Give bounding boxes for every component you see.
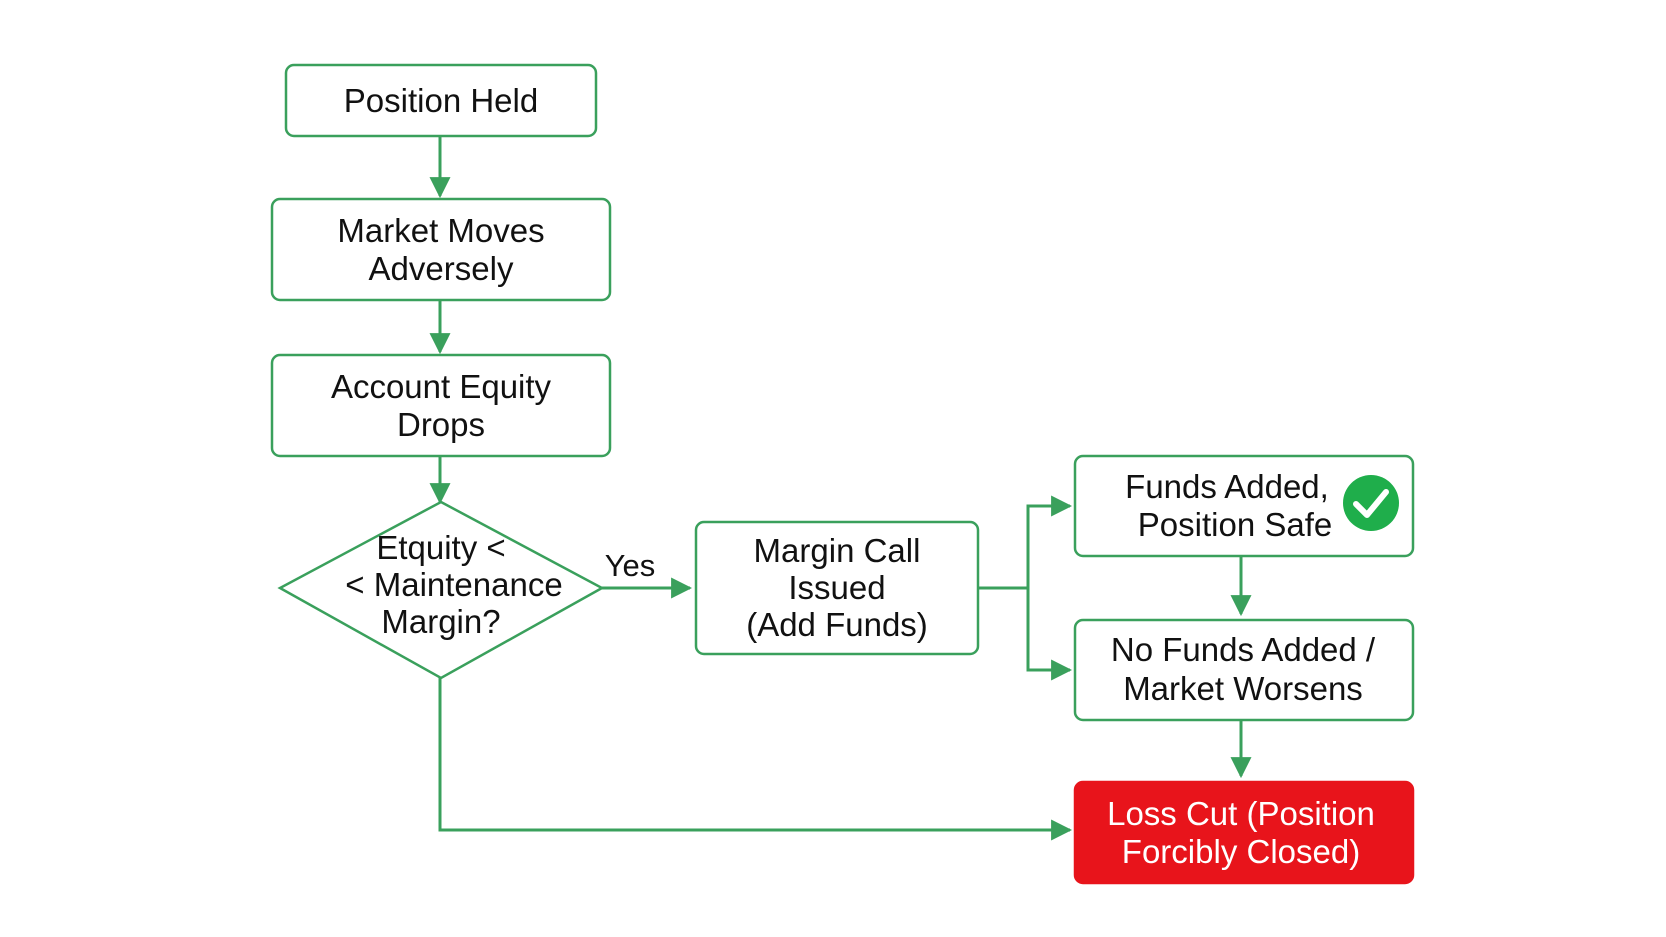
node-funds-added: Funds Added, Position Safe: [1073, 454, 1415, 558]
node-funds-added-line2: Position Safe: [1138, 506, 1332, 543]
node-loss-cut-line2: Forcibly Closed): [1122, 833, 1360, 870]
node-decision: Etquity < < Maintenance Margin?: [277, 500, 605, 680]
node-equity-drops: Account Equity Drops: [270, 353, 612, 458]
edge-to-funds-added: [1026, 495, 1073, 588]
node-funds-added-line1: Funds Added,: [1125, 468, 1329, 505]
node-margin-call-line2: Issued: [788, 569, 885, 606]
node-margin-call-line1: Margin Call: [754, 532, 921, 569]
node-no-funds-line2: Market Worsens: [1123, 670, 1363, 707]
edge-to-no-funds: [1026, 588, 1073, 681]
node-loss-cut: Loss Cut (Position Forcibly Closed): [1073, 780, 1415, 885]
node-market-moves-line2: Adversely: [369, 250, 514, 287]
node-position-held-label: Position Held: [344, 82, 538, 119]
node-no-funds-line1: No Funds Added /: [1111, 631, 1376, 668]
node-decision-line2: < Maintenance: [345, 566, 562, 603]
connectors: [429, 136, 1252, 841]
node-no-funds: No Funds Added / Market Worsens: [1073, 618, 1415, 722]
edge-decision-to-loss-cut: [438, 678, 1073, 841]
node-position-held: Position Held: [284, 63, 598, 138]
node-decision-line3: Margin?: [381, 603, 500, 640]
node-market-moves-line1: Market Moves: [337, 212, 544, 249]
node-margin-call-line3: (Add Funds): [746, 606, 928, 643]
node-margin-call: Margin Call Issued (Add Funds): [694, 520, 980, 656]
node-loss-cut-line1: Loss Cut (Position: [1107, 795, 1375, 832]
node-decision-line1: Etquity <: [376, 529, 505, 566]
node-equity-drops-line1: Account Equity: [331, 368, 552, 405]
node-market-moves: Market Moves Adversely: [270, 197, 612, 302]
node-equity-drops-line2: Drops: [397, 406, 485, 443]
check-circle-icon: [1343, 475, 1399, 531]
yes-label: Yes: [605, 548, 656, 583]
